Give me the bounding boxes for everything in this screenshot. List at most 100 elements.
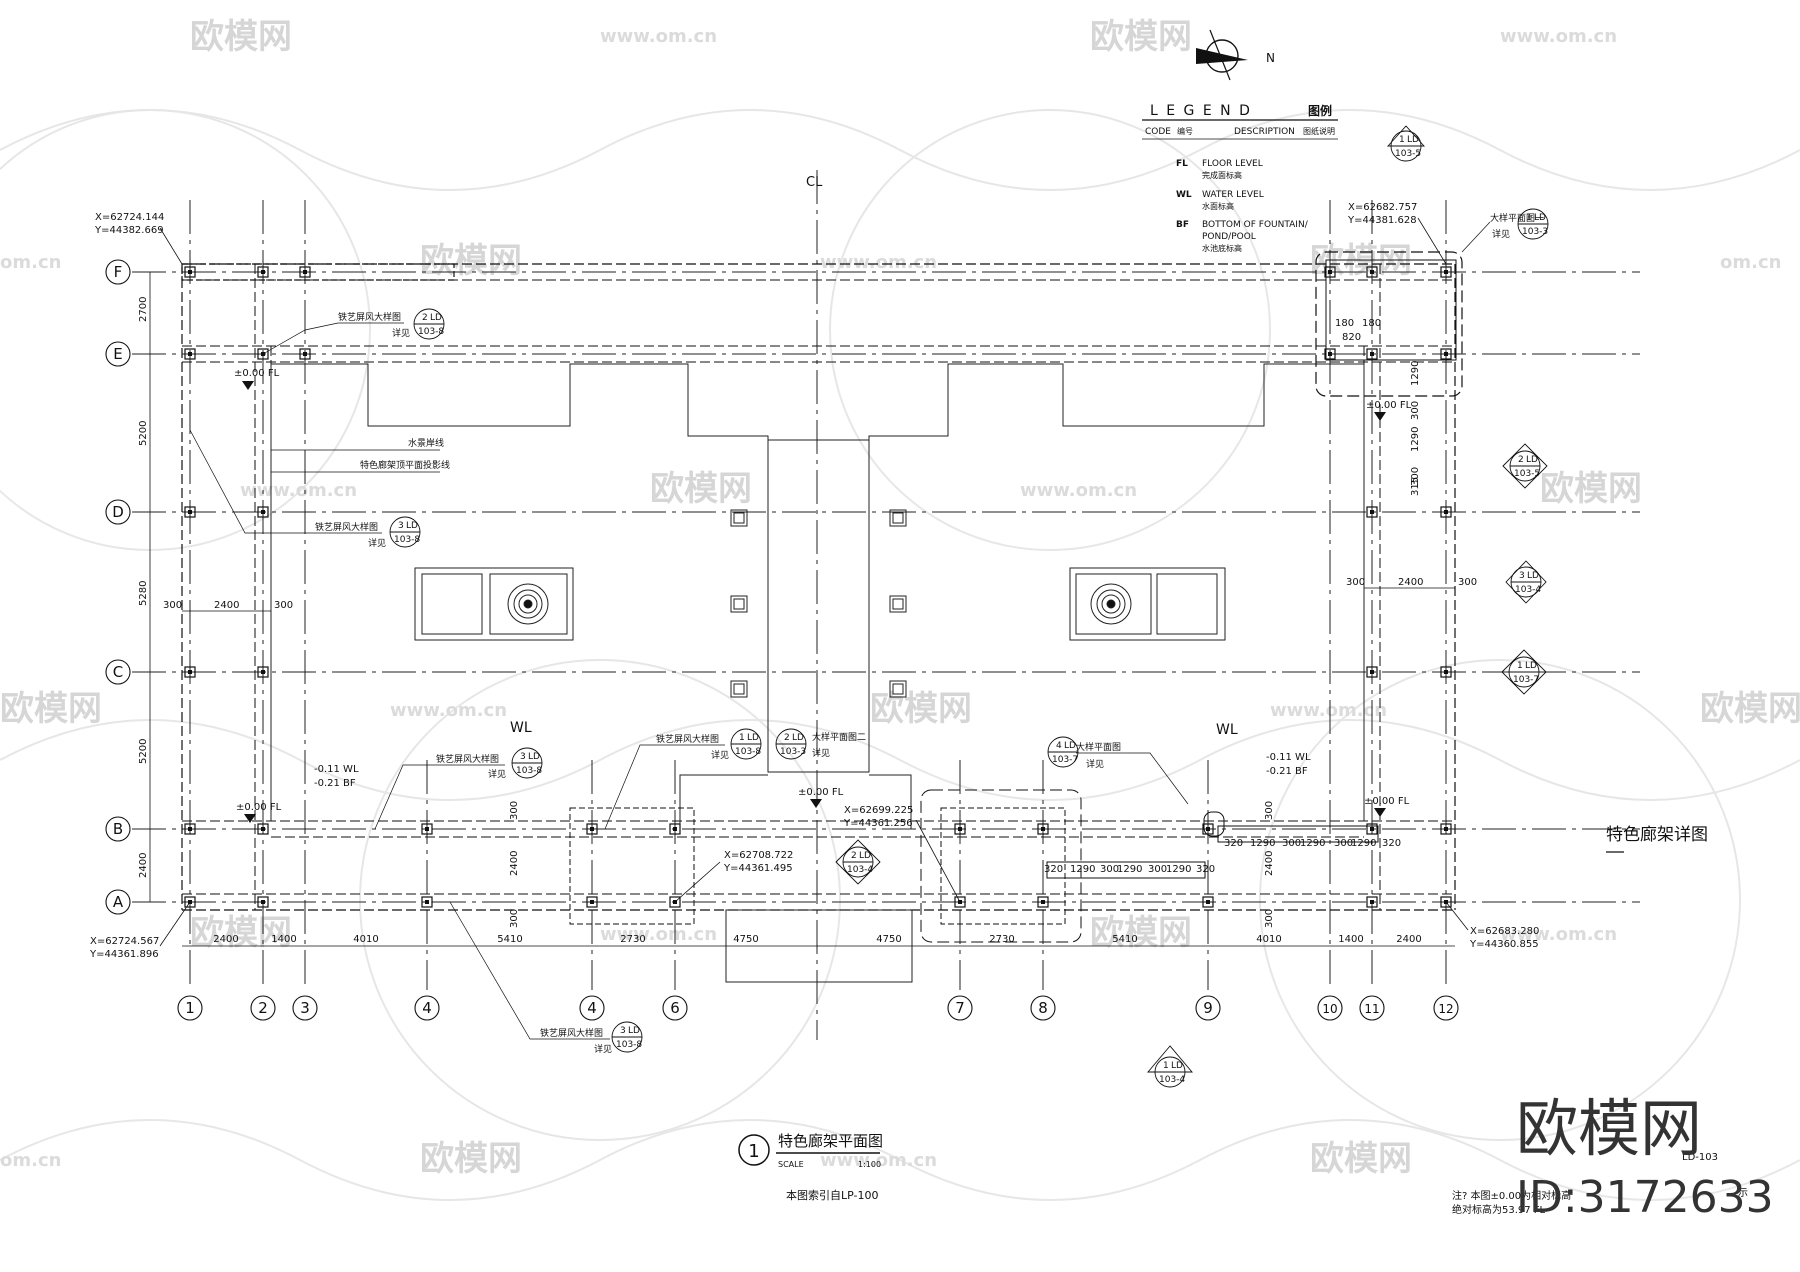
watermark-url: www.om.cn (600, 26, 717, 47)
callout-num: 3 (1519, 571, 1525, 581)
callout-sheet: 103-3 (1522, 227, 1548, 237)
column-core (1370, 670, 1374, 674)
dim-text: 300 (163, 600, 182, 611)
dim-left: 2400 (138, 853, 149, 878)
column-post (1440, 823, 1452, 835)
grid-col-label: 6 (670, 999, 680, 1017)
column-post (184, 666, 196, 678)
column-post (257, 266, 269, 278)
dim-text: 1290 (1250, 838, 1275, 849)
watermark-brand: 欧模网 (650, 469, 752, 509)
callout-num: 2 (851, 851, 857, 861)
column-core (1370, 827, 1374, 831)
watermark-url: www.om.cn (1500, 26, 1617, 47)
watermark-url: www.om.cn (600, 924, 717, 945)
column-post (1440, 666, 1452, 678)
callout-symbol: 3 LD 103-8 (511, 747, 543, 779)
legend-desc-header: DESCRIPTION (1234, 127, 1295, 137)
watermark-brand: 欧模网 (1700, 689, 1800, 729)
annotations: 铁艺屏风大样图 详见 水景岸线 特色廊架顶平面投影线 铁艺屏风大样图 详见 铁艺… (189, 212, 1544, 1055)
column-post (1202, 823, 1214, 835)
callout-sheet: 103-7 (1052, 755, 1078, 765)
watermark-url: www.om.cn (1270, 700, 1387, 721)
callout-sheet: 103-4 (1159, 1075, 1185, 1085)
water-level-label: WL (510, 720, 532, 736)
callout-num: 1 (1399, 135, 1405, 145)
dim-text: 300 (509, 909, 520, 928)
legend-title-cn: 图例 (1308, 103, 1332, 118)
callout-sheet: 103-5 (1395, 149, 1421, 159)
column-core (1328, 352, 1332, 356)
column-post (421, 823, 433, 835)
column-core (1370, 352, 1374, 356)
dim-text: 300 (1100, 864, 1119, 875)
scale-label: SCALE (778, 1160, 804, 1169)
callout-sheet: 103-8 (418, 327, 444, 337)
column-core (425, 827, 429, 831)
watermark-url: www.om.cn (820, 252, 937, 273)
callout-num: 1 (739, 733, 745, 743)
dim-text: 300 (1410, 467, 1421, 486)
drawing-number: 1 (748, 1141, 759, 1162)
callout-sheet: 103-8 (735, 747, 761, 757)
column-post (1440, 896, 1452, 908)
detail-frames (569, 789, 1379, 943)
coord-text: X=62724.567 (90, 936, 159, 947)
column-core (261, 827, 265, 831)
column-core (303, 270, 307, 274)
legend: L E G E N D 图例 CODE 编号 DESCRIPTION 图纸说明 … (1142, 103, 1338, 253)
callout-ld: LD (1407, 135, 1419, 145)
annotation-label: 铁艺屏风大样图 (315, 521, 378, 533)
brand-watermark-big: 欧模网 (1516, 1092, 1702, 1165)
dim-left: 2700 (138, 297, 149, 322)
grid-row-label: D (112, 503, 124, 521)
legend-title: L E G E N D (1150, 103, 1252, 119)
column-core (1444, 827, 1448, 831)
north-arrow: N (1196, 29, 1275, 81)
dim-bottom: 5410 (1112, 934, 1137, 945)
callout-ld: LD (1526, 455, 1538, 465)
callout-symbol: 1 LD 103-3 (1517, 208, 1549, 240)
column-core (1444, 270, 1448, 274)
index-note: 本图索引自LP-100 (786, 1188, 879, 1202)
dimension-lines (149, 272, 1455, 947)
dim-text: 320 (1196, 864, 1215, 875)
coord-text: X=62724.144 (95, 212, 164, 223)
jet-squares (730, 509, 907, 698)
watermark-brand: 欧模网 (190, 913, 292, 953)
callouts: 2 LD 103-8 3 LD 103-8 3 LD 103-8 1 LD 10… (389, 125, 1549, 1088)
watermark-url: om.cn (0, 252, 61, 273)
callout-ld: LD (528, 752, 540, 762)
column-post (1440, 348, 1452, 360)
dim-text: 2400 (1398, 577, 1423, 588)
column-core (261, 670, 265, 674)
annotation-see: 详见 (812, 747, 830, 759)
callout-num: 1 (1163, 1061, 1169, 1071)
grid-col-label: 9 (1203, 999, 1213, 1017)
annotation-see: 详见 (1086, 758, 1104, 770)
callout-num: 3 (520, 752, 526, 762)
dim-text: 180 (1362, 318, 1381, 329)
coord-text: Y=44382.669 (94, 225, 164, 236)
callout-sheet: 103-7 (1513, 675, 1539, 685)
annotation-see: 详见 (1492, 228, 1510, 240)
column-core (188, 827, 192, 831)
callout-ld: LD (1064, 741, 1076, 751)
watermark-brand: 欧模网 (420, 1139, 522, 1179)
watermark-url: www.om.cn (820, 1150, 937, 1171)
column-core (188, 352, 192, 356)
column-core (188, 670, 192, 674)
annotation-label: 大样平面图一 (1490, 212, 1544, 224)
grid-col-label: 12 (1438, 1002, 1453, 1016)
column-post (954, 823, 966, 835)
column-core (261, 510, 265, 514)
callout-symbol: 4 LD 103-7 (1047, 736, 1079, 768)
callout-ld: LD (628, 1026, 640, 1036)
callout-sheet: 103-3 (780, 747, 806, 757)
callout-symbol: 3 LD 103-8 (389, 516, 421, 548)
legend-code-header-cn: 编号 (1177, 126, 1193, 136)
column-post (1366, 266, 1378, 278)
callout-ld: LD (1525, 661, 1537, 671)
column-post (1366, 896, 1378, 908)
